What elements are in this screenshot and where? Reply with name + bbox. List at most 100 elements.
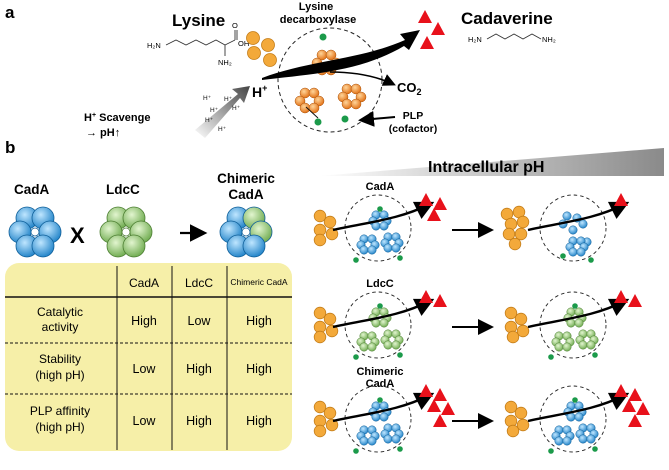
table-row-label-3a: PLP affinity <box>30 404 90 418</box>
svg-text:H⁺: H⁺ <box>205 117 214 124</box>
reaction-arrow-a <box>262 30 420 80</box>
comparison-table-bg <box>5 263 292 451</box>
plp-dot <box>588 257 594 263</box>
lysine-ball <box>516 418 530 432</box>
reaction-arrow <box>527 392 630 423</box>
cadaverine-triangle <box>419 290 433 303</box>
proton-arrow <box>195 86 250 138</box>
plp-dot <box>572 303 578 309</box>
lysine-ball <box>502 227 516 241</box>
lysine-molecules-a <box>246 31 277 67</box>
lysine-ball <box>325 227 339 241</box>
plp-dot <box>377 206 383 212</box>
lysine-ball <box>313 209 327 223</box>
cadaverine-triangle <box>419 193 433 206</box>
cadaverine-triangle <box>614 290 628 303</box>
cross-symbol: X <box>70 223 85 248</box>
enzyme-cluster <box>565 236 589 257</box>
plp-dot <box>592 446 598 452</box>
scenario-label: CadA <box>366 378 395 390</box>
plp-dot <box>548 448 554 454</box>
enzyme-cluster <box>356 425 380 446</box>
ph-title: Intracellular pH <box>428 159 544 176</box>
table-cell: Low <box>133 414 157 428</box>
panel-a-label: a <box>5 3 15 22</box>
scenario-label: CadA <box>366 181 395 193</box>
table-cell: High <box>186 414 212 428</box>
chimeric-title-line1: Chimeric <box>217 171 275 186</box>
panel-b-label: b <box>5 138 15 157</box>
enzyme-cluster <box>551 425 575 446</box>
table-row-label-3b: (high pH) <box>35 420 84 434</box>
table-cell: High <box>186 362 212 376</box>
plp-dot <box>397 255 403 261</box>
cadaverine-structure <box>486 33 542 40</box>
cadaverine-title: Cadaverine <box>461 9 553 28</box>
reaction-arrow <box>527 298 630 329</box>
svg-text:H⁺: H⁺ <box>210 107 219 114</box>
cadaverine-nh2-left: H₂N <box>468 35 482 44</box>
lysine-ball <box>313 330 327 344</box>
lysine-ball <box>313 233 327 247</box>
lysine-ball <box>506 330 520 344</box>
enzyme-cluster <box>380 232 404 253</box>
cadaverine-triangle <box>628 414 642 427</box>
table-row-label-1b: activity <box>42 320 79 334</box>
scavenge-line2: → pH↑ <box>86 127 120 139</box>
cadaverine-triangle <box>433 294 447 307</box>
lysine-ball <box>323 215 337 229</box>
lysine-ball <box>514 227 528 241</box>
plp-dot <box>377 397 383 403</box>
table-row-label-2a: Stability <box>39 352 81 366</box>
cadaverine-triangle <box>427 208 441 221</box>
reaction-arrow <box>527 201 630 232</box>
reaction-arrow <box>332 201 435 232</box>
plp-dot <box>572 397 578 403</box>
lysine-ball <box>504 320 518 334</box>
lysine-ball <box>516 215 530 229</box>
scenario-label: LdcC <box>366 278 394 290</box>
enzyme-monomer <box>562 211 572 221</box>
enzyme-cluster-a-2 <box>294 87 325 114</box>
cell-membrane <box>539 291 607 359</box>
chimeric-decamer-icon <box>219 206 273 258</box>
cadaverine-triangle <box>628 294 642 307</box>
cada-title: CadA <box>14 182 50 197</box>
cell-membrane-a <box>277 27 383 133</box>
enzyme-cluster <box>380 423 404 444</box>
cell-membrane <box>344 385 412 453</box>
cadaverine-triangle <box>433 414 447 427</box>
cadaverine-triangle <box>614 193 628 206</box>
lysine-ball <box>508 237 522 251</box>
table-cell: Low <box>133 362 157 376</box>
table-cell: High <box>246 314 272 328</box>
enzyme-cluster-a-3 <box>337 83 367 110</box>
lysine-ball <box>504 414 518 428</box>
lysine-nh2-bottom: NH₂ <box>218 58 232 67</box>
enzyme-cluster <box>380 329 404 350</box>
ldcc-title: LdcC <box>106 182 140 197</box>
proton-label: H+ <box>252 83 267 100</box>
cada-decamer-icon <box>8 206 62 258</box>
comparison-table-grid <box>5 266 292 450</box>
plp-pointer-arrow <box>358 110 396 127</box>
plp-dot <box>353 354 359 360</box>
table-header-ldcc: LdcC <box>185 276 213 290</box>
lysine-ball <box>325 324 339 338</box>
cell-membrane <box>539 385 607 453</box>
table-row-label-2b: (high pH) <box>35 368 84 382</box>
lysine-nh2-left: H₂N <box>147 41 161 50</box>
lysine-ball <box>504 400 518 414</box>
plp-label-line1: PLP <box>403 110 423 122</box>
scenario-label: Chimeric <box>356 366 403 378</box>
table-cell: High <box>131 314 157 328</box>
enzyme-cluster <box>575 329 599 350</box>
chimeric-title-line2: CadA <box>228 187 264 202</box>
plp-dot <box>353 448 359 454</box>
lysine-ball <box>313 424 327 438</box>
plp-dot <box>592 352 598 358</box>
lysine-title: Lysine <box>172 11 225 30</box>
lysine-ball <box>323 406 337 420</box>
